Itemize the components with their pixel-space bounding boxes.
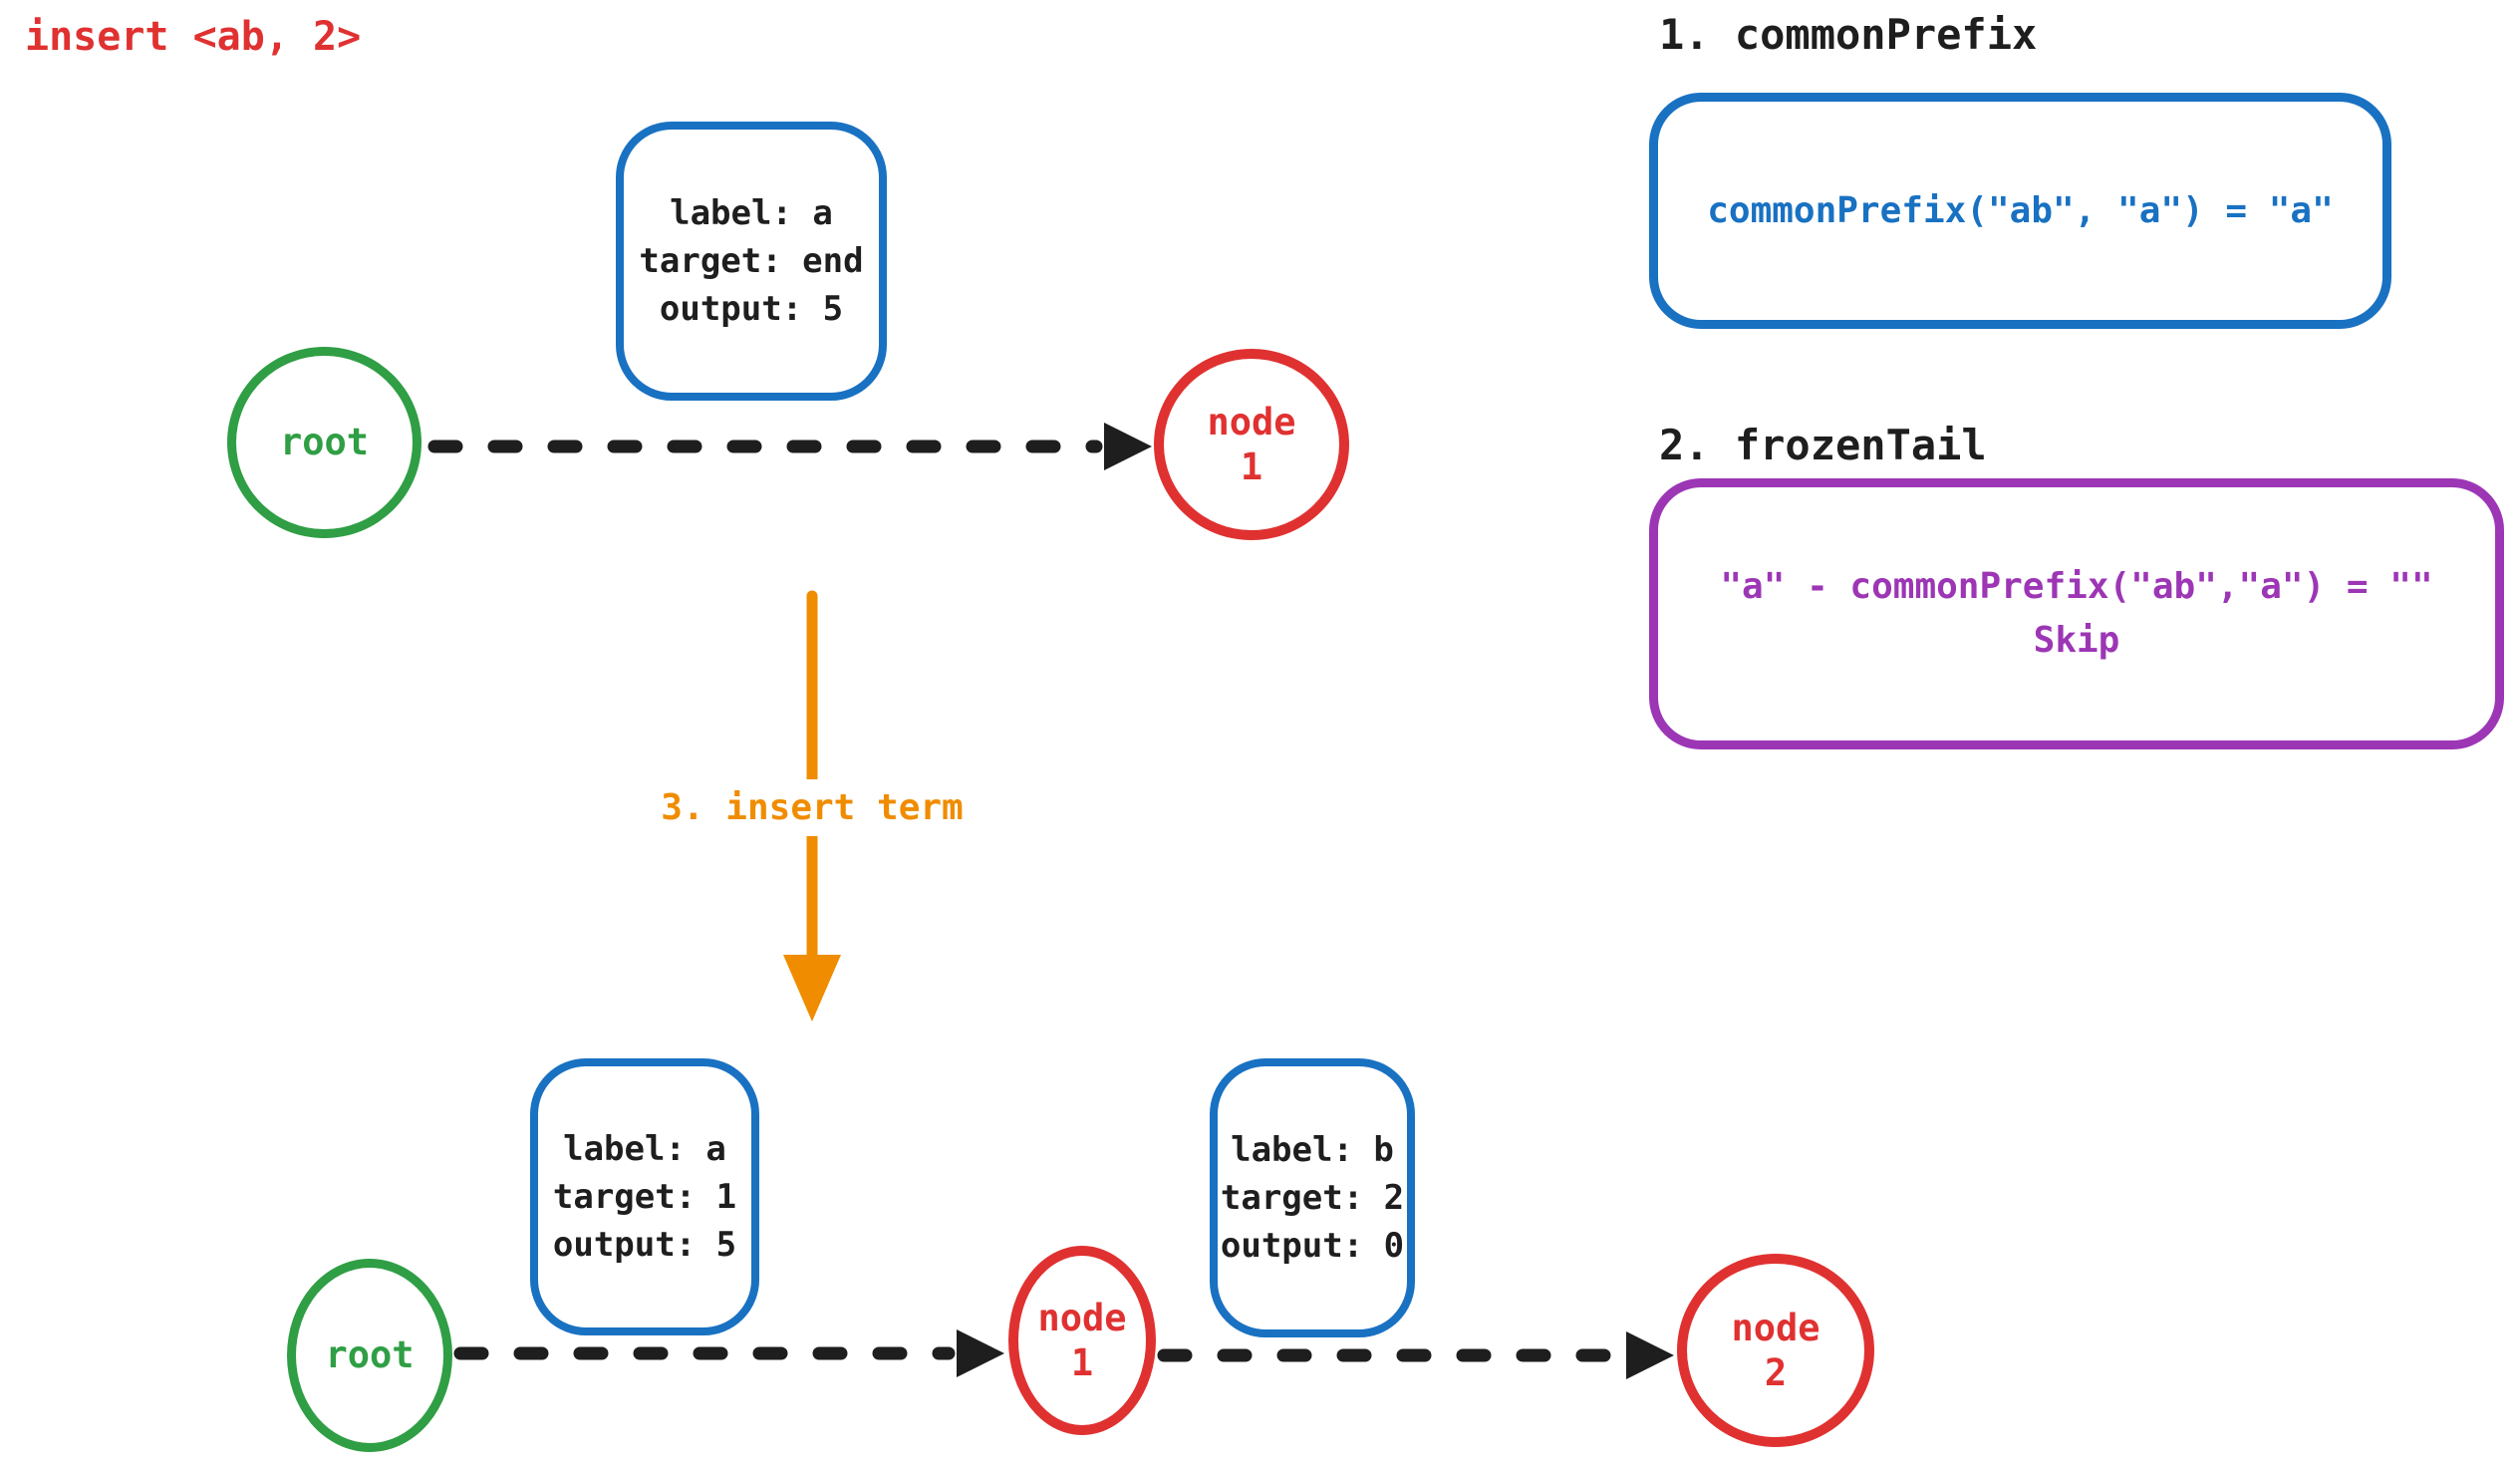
- bottom-edge-box-1: label: a target: 1 output: 5: [530, 1058, 759, 1335]
- edge-target-line: target: 1: [552, 1176, 737, 1217]
- step2-formula: "a" - commonPrefix("ab","a") = "": [1720, 566, 2433, 607]
- step2-frozen-tail-box: "a" - commonPrefix("ab","a") = "" Skip: [1649, 478, 2504, 749]
- edge-output-line: output: 5: [552, 1225, 737, 1266]
- top-node1: node 1: [1154, 349, 1349, 540]
- edge-target-line: target: 2: [1220, 1177, 1405, 1218]
- bottom-node1: node 1: [1008, 1246, 1156, 1435]
- top-node1-number: 1: [1240, 445, 1263, 488]
- step3-insert-term-label: 3. insert term: [633, 779, 991, 836]
- step1-common-prefix-box: commonPrefix("ab", "a") = "a": [1649, 93, 2391, 329]
- top-edge-box: label: a target: end output: 5: [616, 122, 887, 401]
- dashed-arrow-bottom-node1-to-node2: [1157, 1331, 1674, 1379]
- edge-output-line: output: 5: [659, 289, 844, 330]
- dashed-arrow-bottom-root-to-node1: [453, 1329, 1004, 1377]
- step1-formula: commonPrefix("ab", "a") = "a": [1707, 189, 2334, 231]
- edge-target-line: target: end: [639, 240, 864, 281]
- edge-label-line: label: b: [1231, 1129, 1394, 1170]
- bottom-edge-box-2: label: b target: 2 output: 0: [1210, 1058, 1415, 1337]
- bottom-root-node: root: [287, 1259, 452, 1452]
- step2-heading: 2. frozenTail: [1659, 421, 1987, 469]
- top-root-node: root: [227, 347, 421, 538]
- edge-label-line: label: a: [670, 192, 833, 233]
- bottom-node2: node 2: [1677, 1254, 1874, 1447]
- top-node1-word: node: [1207, 400, 1296, 443]
- bottom-root-label: root: [325, 1333, 415, 1377]
- bottom-node1-word: node: [1037, 1296, 1127, 1339]
- top-root-label: root: [279, 421, 370, 464]
- step1-heading: 1. commonPrefix: [1659, 10, 2038, 59]
- edge-label-line: label: a: [563, 1128, 726, 1169]
- insert-operation-title: insert <ab, 2>: [25, 14, 362, 60]
- dashed-arrow-top-root-to-node1: [427, 423, 1152, 470]
- bottom-node2-word: node: [1731, 1306, 1820, 1349]
- step2-note: Skip: [2033, 620, 2120, 661]
- edge-output-line: output: 0: [1220, 1226, 1405, 1267]
- bottom-node1-number: 1: [1070, 1341, 1094, 1384]
- bottom-node2-number: 2: [1764, 1351, 1788, 1394]
